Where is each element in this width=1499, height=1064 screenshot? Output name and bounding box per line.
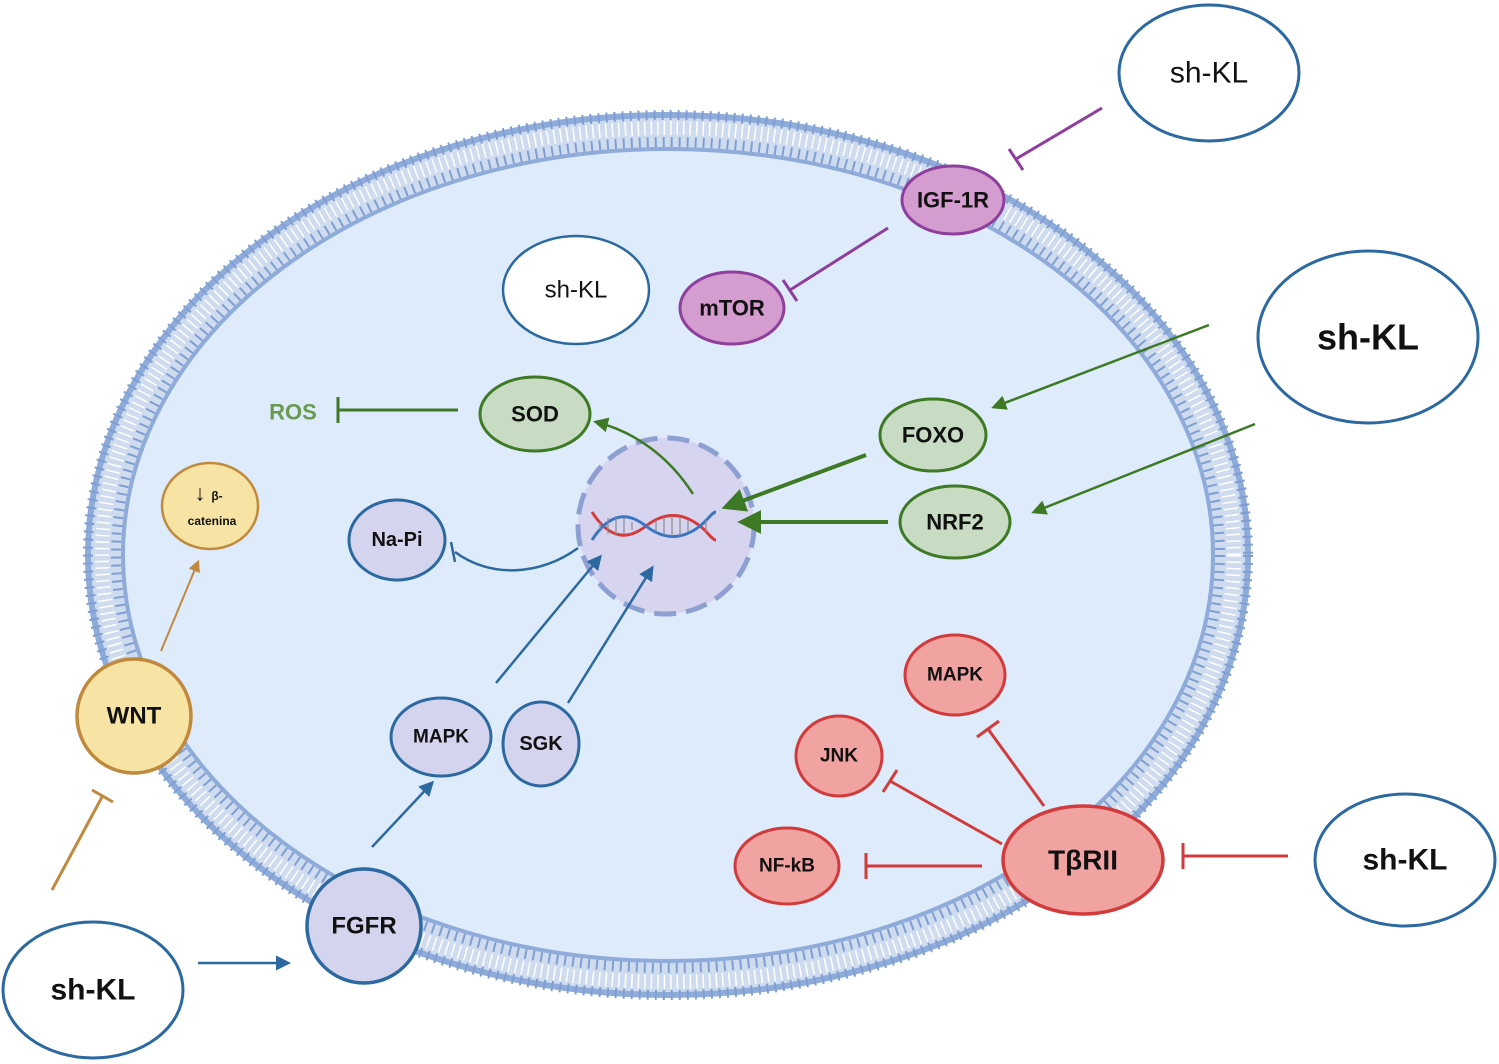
beta-catenin-label-2: catenina <box>188 514 237 528</box>
shkl-inside: sh-KL <box>501 234 651 346</box>
mtor-label: mTOR <box>699 296 765 321</box>
foxo-label: FOXO <box>902 423 964 448</box>
mapk-right-label: MAPK <box>927 665 983 686</box>
mapk-left-node: MAPK <box>389 696 493 778</box>
sod-label: SOD <box>511 402 559 427</box>
nfkb-label: NF-kB <box>759 856 815 877</box>
napi-node: Na-Pi <box>347 498 447 582</box>
jnk-node: JNK <box>794 714 884 798</box>
fgfr-to-mapk-arrow <box>371 780 435 848</box>
shkl-to-foxo-arrow <box>991 323 1210 410</box>
sod-node: SOD <box>478 375 592 453</box>
shkl-top-right-label: sh-KL <box>1170 57 1248 90</box>
igf1r-inhibition-line <box>1007 106 1103 171</box>
fgfr-label: FGFR <box>331 913 396 940</box>
mtor-inhibition-line <box>781 226 889 302</box>
shkl-inside-label: sh-KL <box>545 277 608 304</box>
tbrii-inhibition-line <box>1181 843 1288 869</box>
nfkb-node: NF-kB <box>733 826 841 906</box>
nrf2-label: NRF2 <box>926 510 983 535</box>
igf1r-node: IGF-1R <box>900 164 1006 236</box>
ros-label: ROS <box>269 400 317 425</box>
ros-inhibition-line <box>336 397 458 423</box>
wnt-node: WNT <box>75 657 193 775</box>
jnk-label: JNK <box>820 746 858 767</box>
fgfr-node: FGFR <box>305 867 423 985</box>
shkl-bottom-right: sh-KL <box>1313 792 1497 928</box>
mapk-right-inhibition-line <box>976 719 1046 807</box>
shkl-bottom-left: sh-KL <box>1 920 185 1060</box>
mapk-to-nucleus-arrow <box>495 554 602 684</box>
wnt-label: WNT <box>107 703 162 730</box>
shkl-bottom-right-label: sh-KL <box>1363 844 1448 877</box>
foxo-node: FOXO <box>878 397 988 473</box>
nfkb-inhibition-line <box>864 853 982 879</box>
wnt-inhibition-line <box>50 788 114 891</box>
igf1r-label: IGF-1R <box>917 188 989 213</box>
sgk-label: SGK <box>519 733 563 755</box>
nrf2-node: NRF2 <box>898 484 1012 560</box>
wnt-to-beta-catenin-arrow <box>160 559 200 652</box>
jnk-inhibition-line <box>881 769 1003 846</box>
mapk-left-label: MAPK <box>413 727 469 748</box>
sgk-node: SGK <box>501 700 581 788</box>
napi-inhibition-line <box>449 541 579 572</box>
mtor-node: mTOR <box>678 270 786 346</box>
napi-label: Na-Pi <box>371 529 422 551</box>
nucleus-to-sod-arrow <box>593 417 695 495</box>
tbrii-node: TβRII <box>1001 804 1165 916</box>
shkl-to-nrf2-arrow <box>1031 422 1256 515</box>
beta-catenin-label-1: β- <box>211 489 222 503</box>
shkl-top-right: sh-KL <box>1117 3 1301 143</box>
beta-catenin-node: ↓ β- catenina <box>160 461 260 551</box>
shkl-bottom-left-label: sh-KL <box>51 974 136 1007</box>
dna-icon <box>590 510 717 542</box>
mapk-right-node: MAPK <box>903 633 1007 717</box>
beta-catenin-down-arrow: ↓ <box>195 481 206 506</box>
tbrii-label: TβRII <box>1048 845 1118 876</box>
shkl-mid-right: sh-KL <box>1256 249 1480 425</box>
shkl-mid-right-label: sh-KL <box>1317 317 1419 358</box>
sgk-to-nucleus-arrow <box>566 565 654 704</box>
foxo-to-nucleus-arrow <box>721 453 867 512</box>
